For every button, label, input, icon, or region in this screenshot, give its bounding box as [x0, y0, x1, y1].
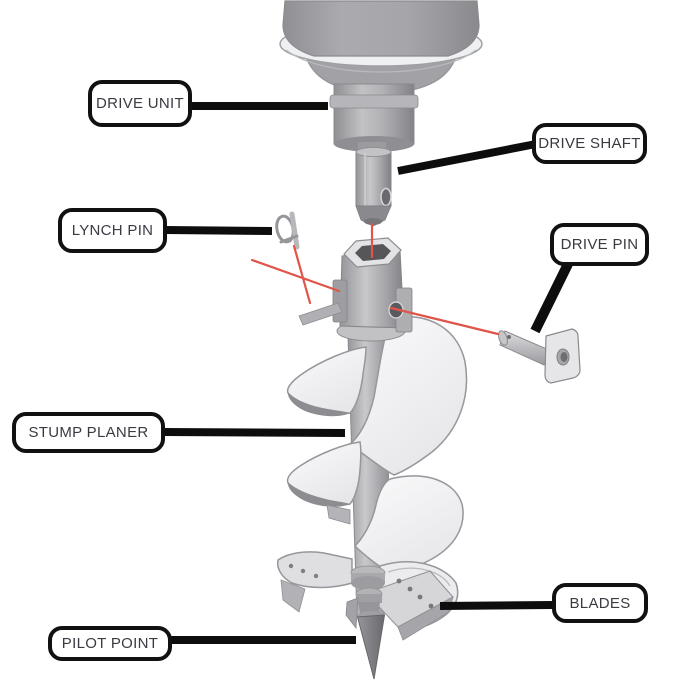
label-drive-shaft: DRIVE SHAFT: [532, 123, 647, 164]
blades-leader-line: [439, 601, 554, 610]
lynch-pin-part: [275, 211, 300, 250]
drive-pin-axis-line-right: [389, 306, 500, 336]
lynch-pin-leader-line: [164, 226, 273, 235]
flight-sail-right-upper: [348, 316, 468, 476]
coupler-left-lug: [332, 279, 348, 323]
pilot-fin: [345, 597, 359, 630]
drive-unit-part: [279, 0, 483, 154]
lynch-pin-bar: [289, 211, 300, 250]
leader-lines: [162, 102, 573, 644]
label-drive-pin: DRIVE PIN: [550, 223, 649, 266]
hub-ring-upper-bottom: [351, 576, 385, 590]
drive-unit-bell: [282, 0, 480, 57]
alignment-lines: [250, 222, 500, 336]
blade-left-cutter: [280, 579, 306, 613]
drive-shaft-pin-hole: [380, 187, 392, 207]
blade-bolt: [288, 563, 294, 569]
hub-ring-lower-band: [356, 594, 382, 603]
flight-left-upper-undercurl: [287, 392, 350, 417]
tube-weld-tab: [326, 504, 351, 525]
drive-unit-flange-rim: [285, 49, 477, 73]
lynch-pin-axis-line: [292, 244, 312, 305]
label-lynch-pin: LYNCH PIN: [58, 208, 167, 253]
label-drive-unit: DRIVE UNIT: [88, 80, 192, 127]
blade-assembly-part: [276, 551, 459, 680]
drive-shaft-tip-face: [364, 218, 382, 225]
drive-shaft-leader-line: [397, 140, 537, 175]
drive-shaft-top: [355, 147, 392, 157]
blade-bolt: [313, 573, 319, 579]
drive-pin-leader-line: [530, 261, 573, 334]
label-pilot-point-text: PILOT POINT: [61, 635, 159, 652]
label-drive-shaft-text: DRIVE SHAFT: [538, 135, 641, 152]
drive-unit-neck: [333, 83, 415, 145]
blade-bolt: [396, 578, 402, 584]
drive-pin-flange-hole-center: [560, 352, 568, 362]
label-pilot-point: PILOT POINT: [48, 626, 172, 661]
pilot-point-cone: [356, 614, 386, 680]
blade-carrier-left: [276, 551, 353, 589]
blade-bolt: [300, 568, 306, 574]
blade-right-cutter-facet: [397, 596, 454, 641]
drive-pin-part: [498, 328, 581, 384]
label-drive-unit-text: DRIVE UNIT: [95, 95, 184, 112]
stump-planer-part: [286, 316, 468, 617]
drive-pin-axis-line-left: [250, 258, 341, 293]
drive-unit-neck-ring: [329, 94, 419, 109]
coupler-tab: [298, 302, 343, 326]
drive-shaft-part: [355, 147, 392, 227]
flight-left-lower-undercurl: [287, 482, 350, 507]
blade-bolt: [428, 603, 434, 609]
drive-pin-clip-hole: [507, 335, 511, 339]
drive-pin-end: [498, 330, 508, 346]
blade-carrier-right-rim: [387, 567, 451, 587]
label-blades-text: BLADES: [569, 594, 631, 612]
blade-bolt: [407, 586, 413, 592]
label-stump-planer-text: STUMP PLANER: [28, 424, 149, 441]
hex-coupler-part: [298, 237, 413, 333]
label-lynch-pin-text: LYNCH PIN: [71, 222, 154, 239]
label-blades: BLADES: [552, 583, 648, 623]
blade-bolt: [417, 594, 423, 600]
label-stump-planer: STUMP PLANER: [12, 412, 165, 453]
label-drive-pin-text: DRIVE PIN: [560, 236, 639, 253]
lynch-pin-tail: [279, 234, 299, 244]
stump-planer-leader-line: [162, 428, 346, 437]
